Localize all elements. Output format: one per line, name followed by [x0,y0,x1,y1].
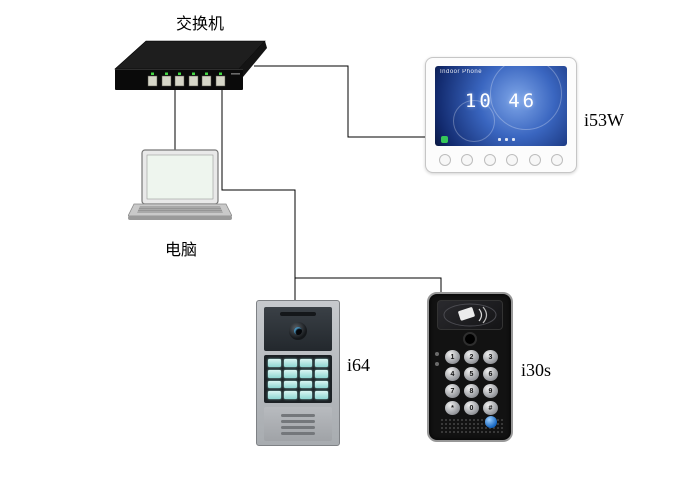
i30s-camera-icon [463,332,477,346]
i64-speaker-slot [281,414,315,417]
switch-model-print [231,73,240,75]
laptop-keyboard [137,206,223,213]
switch-port-leds [151,72,222,75]
switch-drawing [114,40,267,90]
monitor-button [439,154,451,166]
i64-key [268,391,281,399]
i64-key [268,369,281,378]
monitor-button [528,154,541,166]
i30s-keypad: 1 2 3 4 5 6 7 8 9 * 0 # [444,350,500,416]
i64-key [315,380,328,389]
dock-app-icon [498,137,501,141]
i64-key [299,380,313,389]
computer-label: 电脑 [164,242,197,259]
i30s-brand-logo-icon [485,416,497,428]
i30s-key: 8 [464,384,479,398]
switch-ports [147,75,226,87]
i30s-label: i30s [521,360,552,380]
monitor-button [506,154,519,166]
wire-switch-monitor [254,65,428,138]
phone-icon [441,135,448,143]
monitor-clock: 10 46 [464,90,538,112]
i64-key [315,359,328,367]
i30s-key: 0 [464,401,479,415]
door-phone-i64 [256,300,340,446]
laptop-front-edge [128,216,232,220]
network-switch [112,38,268,94]
i64-key [299,359,313,367]
monitor-button [461,154,474,166]
door-phone-i30s: 1 2 3 4 5 6 7 8 9 * 0 # [427,292,513,442]
i64-key [268,359,281,367]
i64-speaker-panel [264,407,332,441]
i64-camera-panel [264,307,332,351]
i30s-key: 6 [483,367,498,381]
monitor-button [550,154,563,166]
i30s-key: * [445,401,460,415]
i30s-key: 9 [483,384,498,398]
i30s-led-indicator [435,352,439,356]
i64-camera-icon [289,322,307,340]
i30s-key: 2 [464,350,479,364]
wallpaper-circle [453,100,495,142]
i64-speaker-slot [281,426,315,429]
monitor-label: i53W [584,110,624,130]
i64-key [299,391,313,399]
switch-label: 交换机 [175,16,224,33]
dock-app-icon [505,137,508,141]
i64-speaker-slot [281,420,315,423]
i64-key [315,391,328,399]
laptop [127,148,233,222]
laptop-drawing [127,149,233,220]
monitor-brand-text: Indoor Phone [440,69,483,75]
wallpaper-circle [490,66,562,130]
monitor-screen: Indoor Phone 10 46 [435,66,567,146]
switch-top-face [114,40,266,70]
i64-key [315,369,328,378]
i64-camera-lens [294,327,302,335]
monitor-button-row [439,154,563,166]
i30s-key: 3 [483,350,498,364]
i64-key [283,380,297,389]
i30s-card-reader [437,300,503,330]
i30s-led-indicator [435,362,439,366]
i64-mic-slot [280,312,316,316]
i30s-key: # [483,401,498,415]
i64-key [283,369,297,378]
i64-keypad [264,355,332,403]
dock-app-icon [512,137,515,141]
i64-key [283,359,297,367]
i30s-key: 7 [445,384,460,398]
monitor-dock [441,135,561,143]
i64-key [268,380,281,389]
laptop-screen [146,154,214,200]
i64-speaker-slot [281,432,315,435]
wire-branch-i30s [295,277,442,295]
i30s-key: 4 [445,367,460,381]
i64-label: i64 [347,355,371,375]
i64-key [299,369,313,378]
i30s-key: 1 [445,350,460,364]
i30s-key: 5 [464,367,479,381]
monitor-button [483,154,496,166]
indoor-monitor-i53w: Indoor Phone 10 46 [425,57,577,173]
card-reader-icon [443,303,497,327]
i64-key [283,391,297,399]
i64-key-grid [264,355,332,403]
wire-switch-i64 [221,86,296,302]
switch-side-face [239,41,267,77]
